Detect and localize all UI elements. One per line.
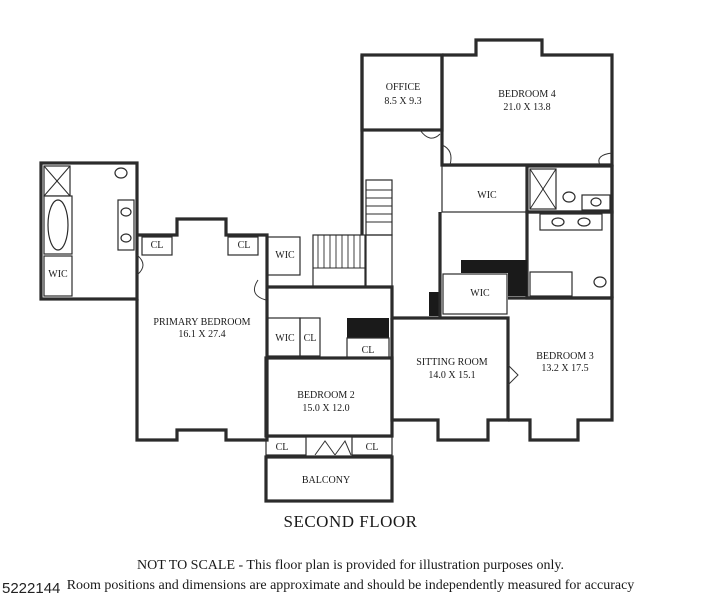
sitting-room-dims: 14.0 X 15.1 — [428, 370, 475, 381]
wic-bedroom-4-label: WIC — [477, 190, 497, 201]
hall-wall — [267, 285, 440, 320]
balcony-area — [264, 455, 394, 503]
cl-primary-right-label: CL — [238, 240, 251, 251]
bedroom-4-dims: 21.0 X 13.8 — [503, 102, 550, 113]
bedroom-3 — [508, 296, 614, 442]
sitting-room-name: SITTING ROOM — [416, 357, 487, 368]
wic-lower-label: WIC — [275, 333, 295, 344]
cl-primary-left-label: CL — [151, 240, 164, 251]
cl-small — [299, 317, 321, 357]
linen-chase — [347, 318, 389, 338]
primary-bedroom — [135, 217, 269, 442]
wic-upper — [266, 236, 301, 276]
cl-bedroom-2-right-label: CL — [366, 442, 379, 453]
primary-bedroom-dims: 16.1 X 27.4 — [178, 329, 225, 340]
cl-hall-label: CL — [362, 345, 375, 356]
hall-bath — [525, 210, 614, 300]
cl-small-label: CL — [304, 333, 317, 344]
bedroom-2-name: BEDROOM 2 — [297, 390, 355, 401]
bedroom-4-name: BEDROOM 4 — [498, 89, 556, 100]
disclaimer-line-2: Room positions and dimensions are approx… — [66, 578, 635, 593]
wic-sitting — [442, 273, 508, 315]
duct-chase-vertical — [508, 260, 527, 296]
sitting-room — [390, 316, 519, 442]
office-name: OFFICE — [386, 82, 420, 93]
primary-bedroom-name: PRIMARY BEDROOM — [153, 317, 250, 328]
wic-bedroom-4 — [441, 165, 528, 213]
office-dims: 8.5 X 9.3 — [384, 96, 421, 107]
listing-id: 5222144 — [2, 580, 61, 597]
primary-bath — [39, 161, 139, 301]
bedroom-2-dims: 15.0 X 12.0 — [302, 403, 349, 414]
cl-bedroom-2-left-label: CL — [276, 442, 289, 453]
cl-bedroom-2-left — [265, 436, 307, 456]
floor-title: SECOND FLOOR — [283, 512, 418, 531]
wic-sitting-label: WIC — [470, 288, 490, 299]
bedroom-4 — [440, 38, 614, 167]
disclaimer-line-1: NOT TO SCALE - This floor plan is provid… — [137, 558, 564, 573]
wic-primary-bath-label: WIC — [48, 269, 68, 280]
cl-bedroom-2-right — [351, 436, 393, 456]
bedroom-4-bath — [525, 164, 614, 214]
bedroom-3-name: BEDROOM 3 — [536, 351, 594, 362]
wic-upper-label: WIC — [275, 250, 295, 261]
balcony-name: BALCONY — [302, 475, 350, 486]
duct-chase-small — [429, 292, 440, 316]
bedroom-3-dims: 13.2 X 17.5 — [541, 363, 588, 374]
staircase — [312, 179, 393, 288]
